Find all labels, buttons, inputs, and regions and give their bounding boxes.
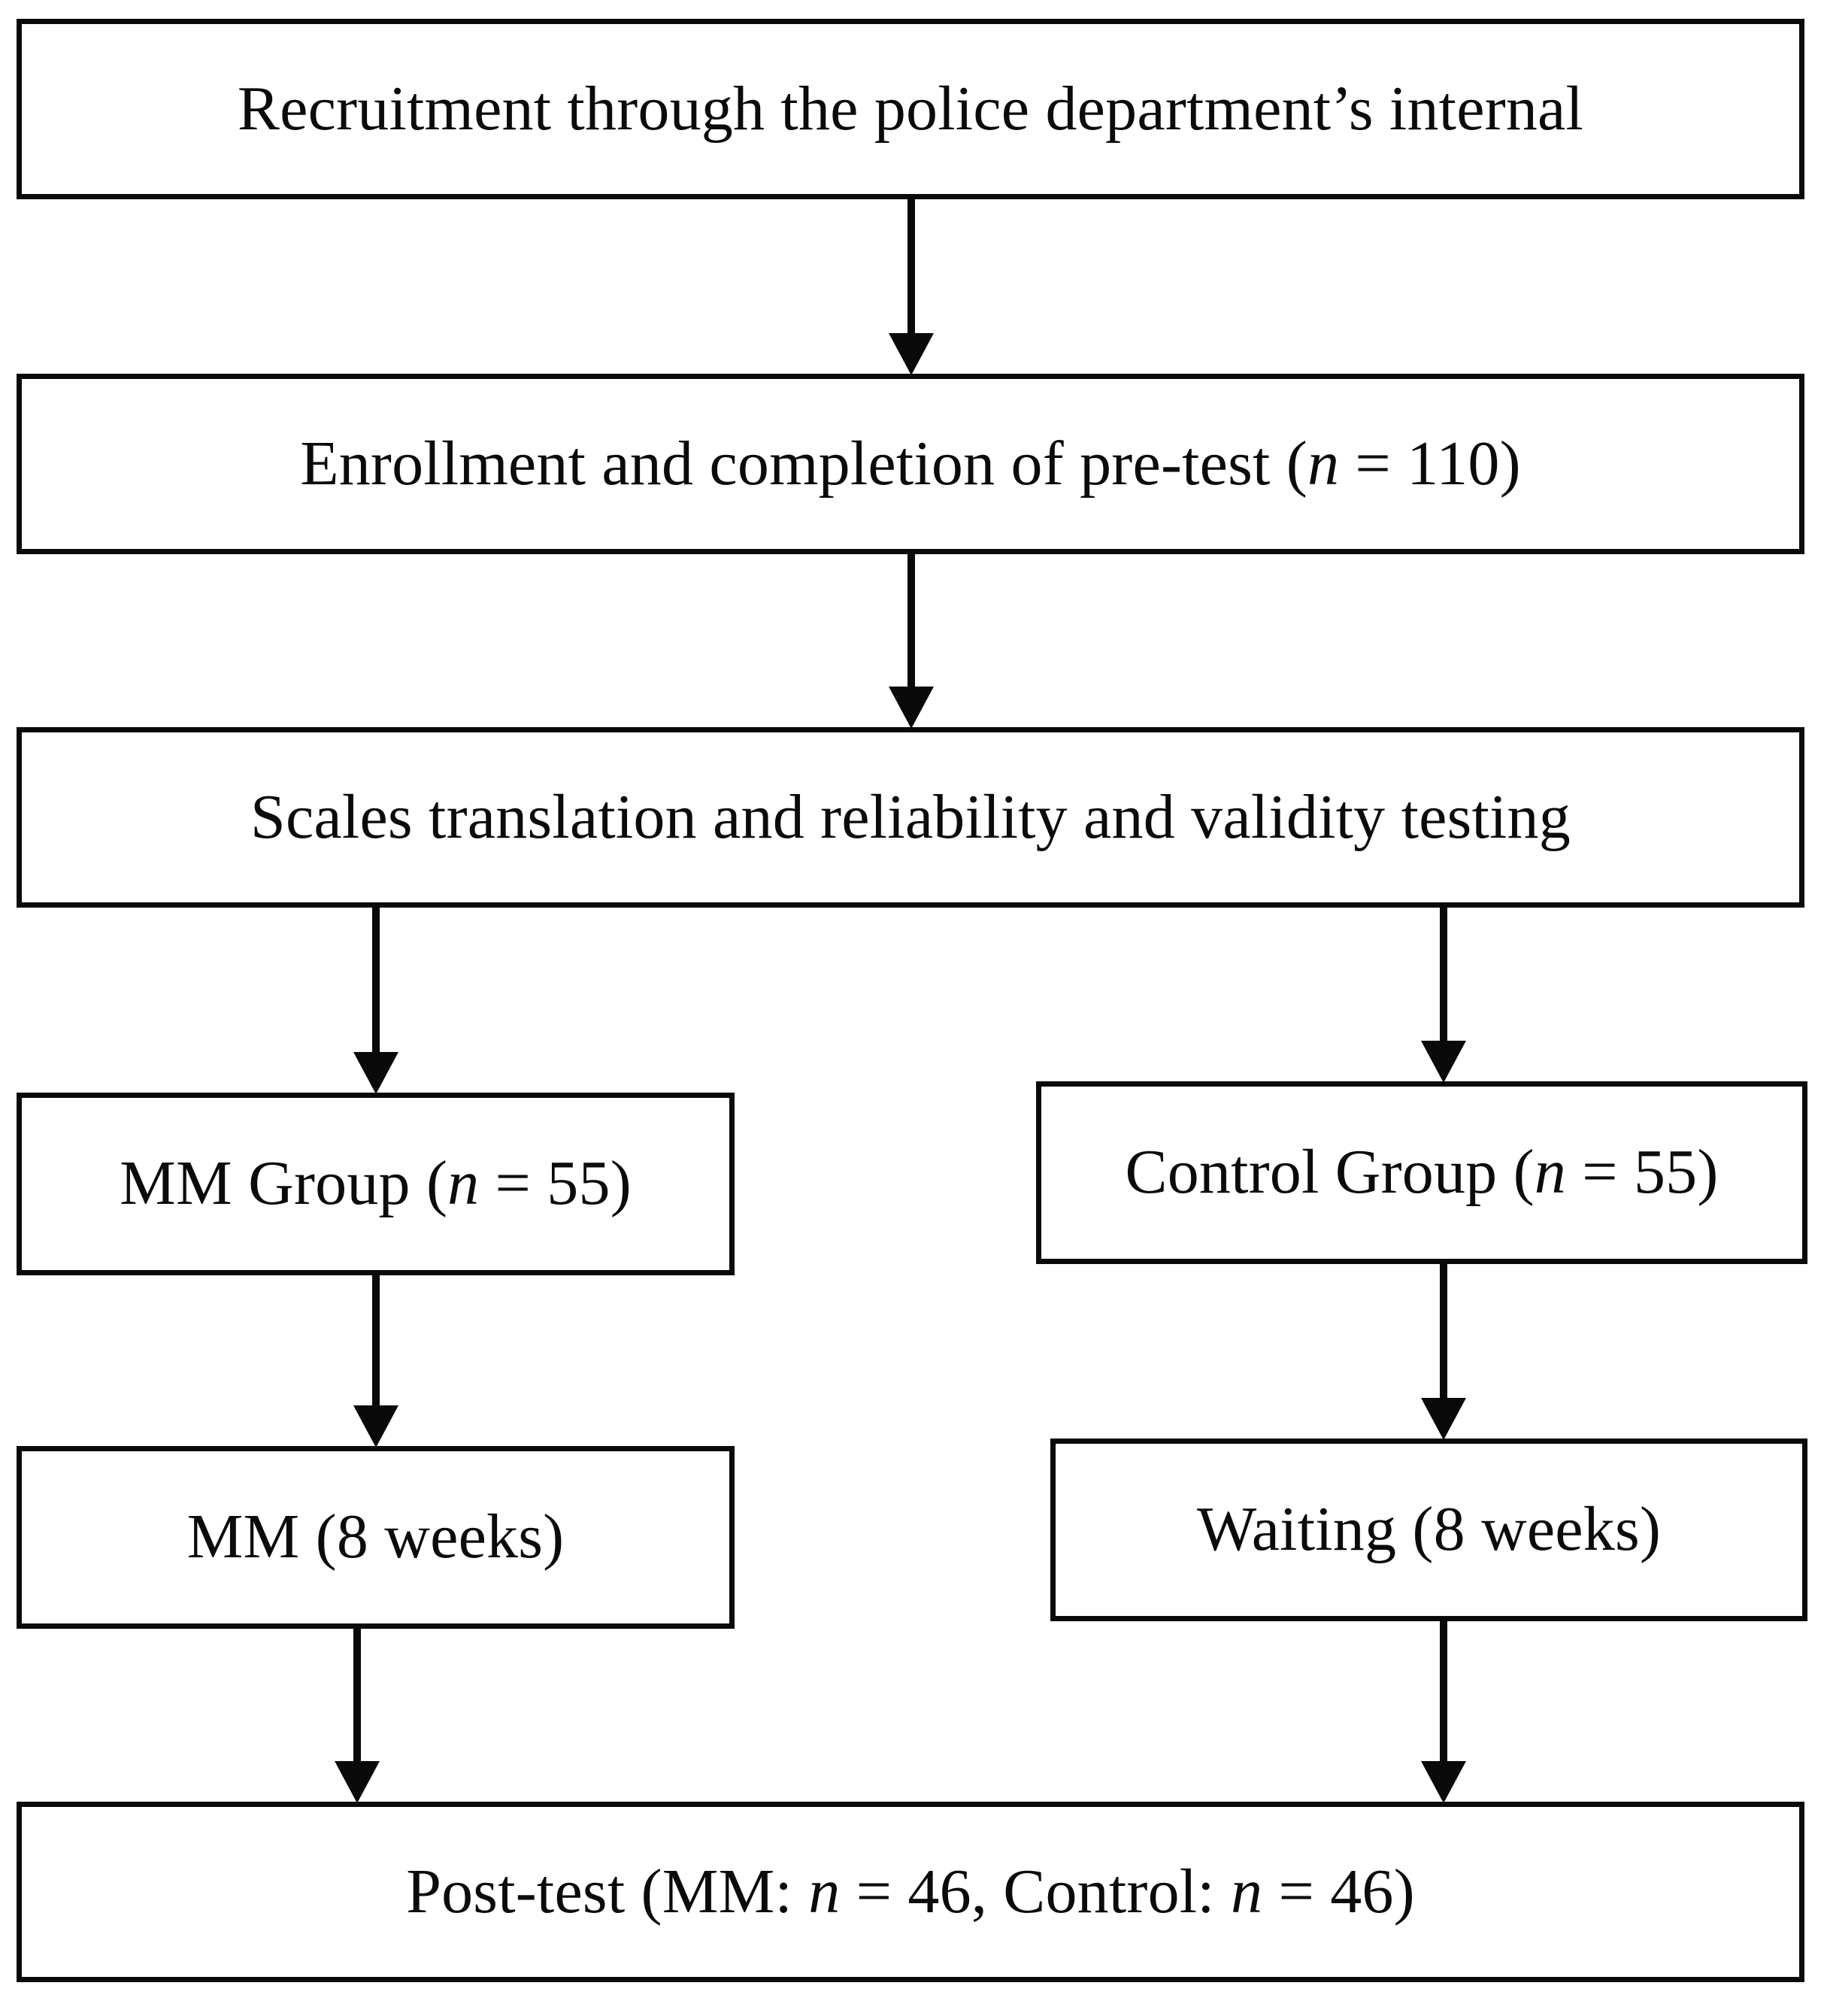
arrow-enrollment-to-scales: [889, 554, 934, 729]
arrow-control-group-to-waiting: [1421, 1264, 1466, 1440]
node-mm-group: MM Group (n = 55): [17, 1093, 735, 1275]
node-enrollment-label: Enrollment and completion of pre-test (n…: [291, 428, 1530, 499]
node-post-test-label-n-mm: n: [808, 1856, 841, 1927]
arrow-shaft: [1440, 908, 1447, 1044]
node-control-group-label: Control Group (n = 55): [1116, 1139, 1727, 1205]
node-control-group-label-prefix: Control Group (: [1125, 1137, 1535, 1208]
node-scales-translation: Scales translation and reliability and v…: [17, 727, 1804, 908]
arrow-mm-group-to-mm-weeks: [353, 1275, 398, 1448]
arrow-head-icon: [353, 1405, 398, 1448]
arrow-scales-to-control-group: [1421, 908, 1466, 1083]
arrow-head-icon: [1421, 1041, 1466, 1083]
arrow-head-icon: [1421, 1761, 1466, 1803]
node-recruitment-label: Recruitment through the police departmen…: [237, 73, 1584, 144]
node-post-test: Post-test (MM: n = 46, Control: n = 46): [17, 1802, 1804, 1982]
arrow-shaft: [372, 908, 380, 1055]
node-control-group-label-suffix: = 55): [1565, 1137, 1719, 1208]
node-scales-translation-label: Scales translation and reliability and v…: [250, 781, 1571, 852]
node-post-test-label-mid: = 46, Control:: [840, 1856, 1232, 1927]
arrow-head-icon: [335, 1761, 380, 1803]
node-control-group-label-n: n: [1534, 1137, 1566, 1208]
node-mm-weeks-label: MM (8 weeks): [186, 1502, 565, 1572]
node-control-group: Control Group (n = 55): [1036, 1081, 1807, 1264]
node-recruitment: Recruitment through the police departmen…: [17, 19, 1804, 199]
node-post-test-label: Post-test (MM: n = 46, Control: n = 46): [397, 1856, 1424, 1927]
arrow-head-icon: [889, 333, 934, 375]
arrow-scales-to-mm-group: [353, 908, 398, 1094]
node-waiting-label: Waiting (8 weeks): [1196, 1494, 1662, 1565]
arrow-waiting-to-post-test: [1421, 1621, 1466, 1803]
node-mm-group-label-n: n: [447, 1148, 480, 1219]
node-mm-group-label-prefix: MM Group (: [120, 1148, 448, 1219]
node-post-test-label-suffix: = 46): [1262, 1856, 1415, 1927]
node-mm-group-label-suffix: = 55): [479, 1148, 632, 1219]
node-enrollment-label-prefix: Enrollment and completion of pre-test (: [300, 428, 1307, 499]
arrow-shaft: [907, 554, 915, 690]
node-mm-group-label: MM Group (n = 55): [111, 1150, 641, 1217]
node-enrollment-label-n: n: [1307, 428, 1340, 499]
node-mm-weeks: MM (8 weeks): [17, 1446, 735, 1629]
arrow-head-icon: [1421, 1398, 1466, 1440]
arrow-head-icon: [889, 687, 934, 729]
node-post-test-label-prefix: Post-test (MM:: [406, 1856, 809, 1927]
node-enrollment: Enrollment and completion of pre-test (n…: [17, 374, 1804, 554]
arrow-shaft: [1440, 1264, 1447, 1401]
arrow-mm-weeks-to-post-test: [335, 1629, 380, 1803]
arrow-shaft: [907, 199, 915, 336]
arrow-shaft: [1440, 1621, 1447, 1764]
node-enrollment-label-suffix: = 110): [1339, 428, 1521, 499]
arrow-shaft: [353, 1629, 361, 1764]
node-waiting: Waiting (8 weeks): [1050, 1438, 1807, 1621]
arrow-recruitment-to-enrollment: [889, 199, 934, 375]
node-post-test-label-n-control: n: [1231, 1856, 1263, 1927]
arrow-shaft: [372, 1275, 380, 1408]
arrow-head-icon: [353, 1052, 398, 1094]
